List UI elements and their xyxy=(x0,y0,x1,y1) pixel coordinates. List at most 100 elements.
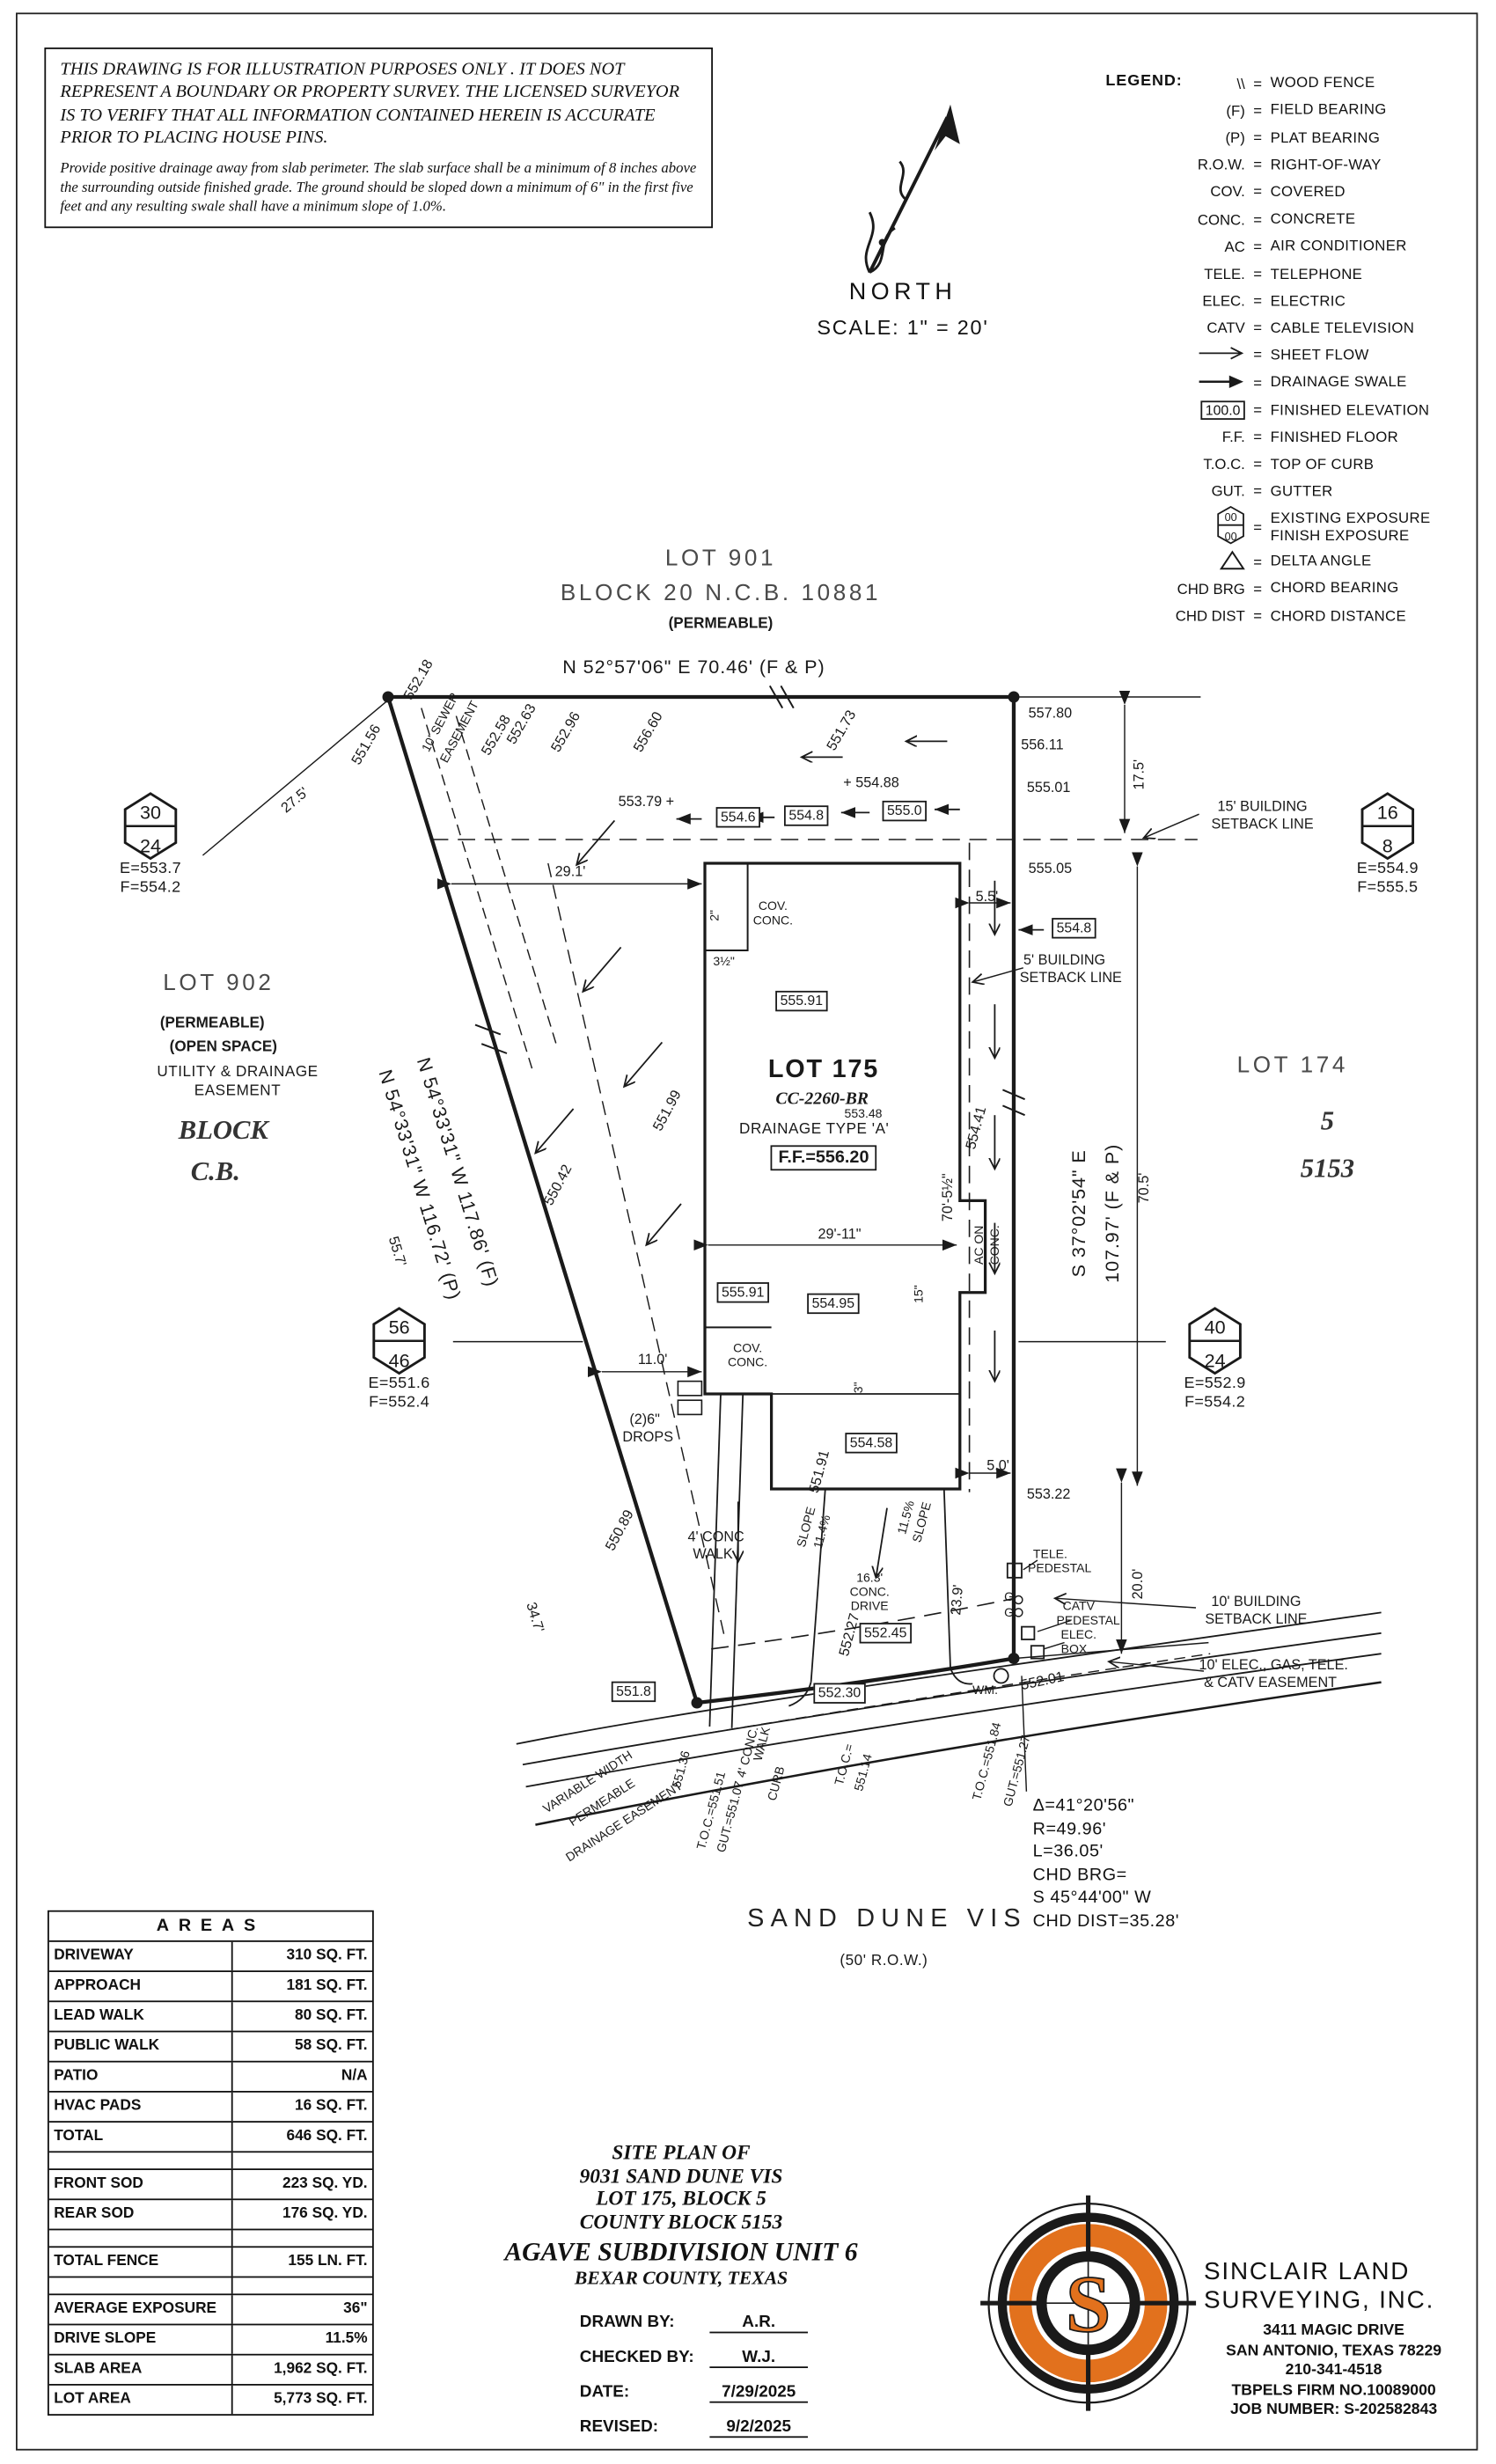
lot-boundary xyxy=(385,694,1016,1705)
legend-item: COV.=COVERED xyxy=(1210,183,1346,201)
site-label: CC-2260-BR xyxy=(775,1089,869,1109)
site-label: T.O.C.=551.84 xyxy=(969,1720,1004,1802)
site-label: C.B. xyxy=(190,1156,240,1187)
site-label: 551.73 xyxy=(823,707,859,753)
site-label: LOT 902 xyxy=(163,971,275,997)
fence-tick-marks xyxy=(474,685,1025,1117)
site-label: 20.0' xyxy=(1129,1568,1146,1600)
svg-text:56: 56 xyxy=(389,1316,410,1338)
legend-item: GUT.=GUTTER xyxy=(1211,483,1333,500)
site-label: 10' ELEC., GAS, TELE. xyxy=(1199,1656,1348,1673)
site-label: N 52°57'06" E 70.46' (F & P) xyxy=(562,656,825,678)
site-label: 556.11 xyxy=(1021,737,1064,752)
scale-label: SCALE: 1" = 20' xyxy=(817,315,989,340)
job-number: JOB NUMBER: S-202582843 xyxy=(1229,2401,1438,2419)
title-line-4: COUNTY BLOCK 5153 xyxy=(579,2209,783,2233)
legend-item: =SHEET FLOW xyxy=(1105,342,1479,370)
drawn-by-label: DRAWN BY: xyxy=(579,2313,675,2332)
site-label: 550.89 xyxy=(602,1507,637,1553)
boundary-front-curve xyxy=(696,1656,1015,1705)
surveyor-firm-no: TBPELS FIRM NO.10089000 xyxy=(1231,2381,1436,2400)
gas-marker-1 xyxy=(1014,1595,1023,1605)
site-label: 3½" xyxy=(713,954,735,969)
sewer-easement-line-2 xyxy=(455,715,559,1049)
svg-text:24: 24 xyxy=(1205,1349,1226,1371)
drawn-by-value: A.R. xyxy=(709,2313,808,2334)
site-label: 554.8 xyxy=(783,805,829,826)
site-label: AC ON xyxy=(972,1225,986,1265)
legend-rows: \\=WOOD FENCE(F)=FIELD BEARING(P)=PLAT B… xyxy=(1105,70,1479,629)
curve-length: L=36.05' xyxy=(1032,1842,1104,1861)
site-label: EASEMENT xyxy=(194,1082,282,1101)
legend-item: =DRAINAGE SWALE xyxy=(1105,370,1479,397)
svg-text:30: 30 xyxy=(140,802,161,824)
catv-pedestal-symbol xyxy=(1021,1625,1036,1640)
site-label: 29.1' xyxy=(554,863,586,879)
site-label: 11.0' xyxy=(637,1351,668,1368)
site-label: CURB xyxy=(765,1764,788,1803)
site-label: 551.56 xyxy=(348,722,384,767)
site-label: 5153 xyxy=(1300,1153,1354,1184)
sheet-flow-arrows xyxy=(535,741,994,1577)
site-label: CONC. xyxy=(752,913,794,928)
easement-lines xyxy=(421,708,727,1641)
site-label: 554.8 xyxy=(1052,918,1096,939)
site-label: 15" xyxy=(911,1285,927,1303)
revised-row: REVISED:9/2/2025 xyxy=(580,2411,808,2439)
site-label: 3" xyxy=(851,1382,866,1394)
site-label: BOX xyxy=(1060,1641,1088,1656)
legend: LEGEND: \\=WOOD FENCE(F)=FIELD BEARING(P… xyxy=(1105,70,1479,629)
site-label: 555.01 xyxy=(1026,779,1071,796)
site-label: WALK xyxy=(693,1545,733,1562)
site-label: 5.0' xyxy=(986,1457,1009,1473)
checked-by-label: CHECKED BY: xyxy=(579,2347,694,2367)
legend-item: ELEC.=ELECTRIC xyxy=(1202,292,1346,310)
site-label: (PERMEABLE) xyxy=(668,615,774,634)
site-label: (2)6" xyxy=(629,1411,660,1427)
checked-by-value: W.J. xyxy=(709,2348,808,2368)
surveyor-street: 3411 MAGIC DRIVE xyxy=(1263,2321,1404,2340)
disclaimer-box: THIS DRAWING IS FOR ILLUSTRATION PURPOSE… xyxy=(44,48,713,229)
legend-title: LEGEND: xyxy=(1105,72,1183,91)
site-label: 29'-11" xyxy=(818,1226,862,1243)
step-1 xyxy=(677,1380,703,1397)
elec-box-symbol xyxy=(1030,1645,1045,1660)
site-label: CONC. xyxy=(727,1354,768,1370)
site-label: 552.18 xyxy=(400,656,436,703)
utility-easement-line xyxy=(709,1653,1211,1734)
site-label: (OPEN SPACE) xyxy=(169,1038,277,1056)
site-label: 553.48 xyxy=(844,1106,883,1121)
site-label: CONC. xyxy=(849,1584,890,1600)
grading-note-text: Provide positive drainage away from slab… xyxy=(60,161,697,216)
site-label: 551.99 xyxy=(649,1087,685,1133)
driveway-edge-left xyxy=(810,1488,826,1683)
house-footprint xyxy=(703,862,987,1491)
driveway-edge-right xyxy=(942,1488,951,1668)
site-label: 2" xyxy=(707,910,722,921)
legend-item: CHD DIST=CHORD DISTANCE xyxy=(1175,607,1407,625)
site-label: 552.01 xyxy=(1019,1668,1066,1693)
sheet-flow-arrow-icon xyxy=(1199,348,1244,361)
curb-line xyxy=(535,1681,1382,1826)
curve-chd-brg-label: CHD BRG= xyxy=(1032,1865,1127,1885)
site-label: 70'-5½" xyxy=(939,1173,956,1222)
site-label: LOT 175 xyxy=(767,1056,880,1084)
svg-text:00: 00 xyxy=(1225,511,1237,524)
site-label: 555.05 xyxy=(1028,860,1073,876)
curve-delta: Δ=41°20'56" xyxy=(1032,1796,1135,1815)
